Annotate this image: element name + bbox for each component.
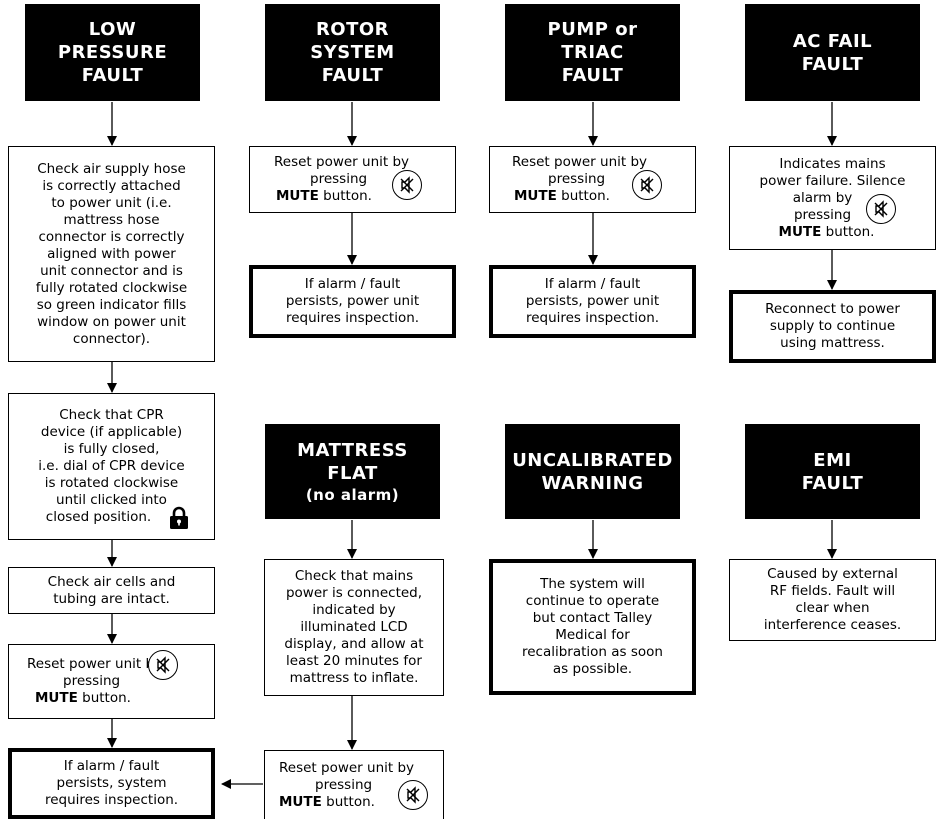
persist-power-unit-inspection-box-pump: If alarm / fault persists, power unit re… [489,265,696,338]
low-pressure-fault-header: LOW PRESSURE FAULT [25,4,200,101]
ac-reconnect-box: Reconnect to power supply to continue us… [729,290,936,363]
pump-triac-fault-header: PUMP or TRIAC FAULT [505,4,680,101]
emi-fault-header: EMI FAULT [745,424,920,519]
uncalibrated-warning-header: UNCALIBRATED WARNING [505,424,680,519]
mute-speaker-icon [392,170,422,200]
reset-power-unit-box-pump: Reset power unit by pressing MUTE button… [489,146,696,213]
persist-system-inspection-box: If alarm / fault persists, system requir… [8,748,215,819]
mattress-flat-header: MATTRESS FLAT (no alarm) [265,424,440,519]
padlock-icon [170,506,188,529]
mute-speaker-icon [866,194,896,224]
check-cpr-device-box: Check that CPR device (if applicable) is… [8,393,215,540]
emi-info-box: Caused by external RF fields. Fault will… [729,559,936,641]
mute-speaker-icon [398,780,428,810]
mattress-check-mains-box: Check that mains power is connected, ind… [264,559,444,696]
uncalibrated-info-box: The system will continue to operate but … [489,559,696,695]
check-air-cells-box: Check air cells and tubing are intact. [8,567,215,614]
rotor-system-fault-header: ROTOR SYSTEM FAULT [265,4,440,101]
check-air-hose-box: Check air supply hose is correctly attac… [8,146,215,362]
reset-power-unit-box-1: Reset power unit by pressing MUTE button… [8,644,215,719]
ac-fail-indicates-box: Indicates mains power failure. Silence a… [729,146,936,250]
ac-fail-fault-header: AC FAIL FAULT [745,4,920,101]
persist-power-unit-inspection-box-rotor: If alarm / fault persists, power unit re… [249,265,456,338]
mute-speaker-icon [632,170,662,200]
mute-speaker-icon [148,650,178,680]
reset-power-unit-box-rotor: Reset power unit by pressing MUTE button… [249,146,456,213]
